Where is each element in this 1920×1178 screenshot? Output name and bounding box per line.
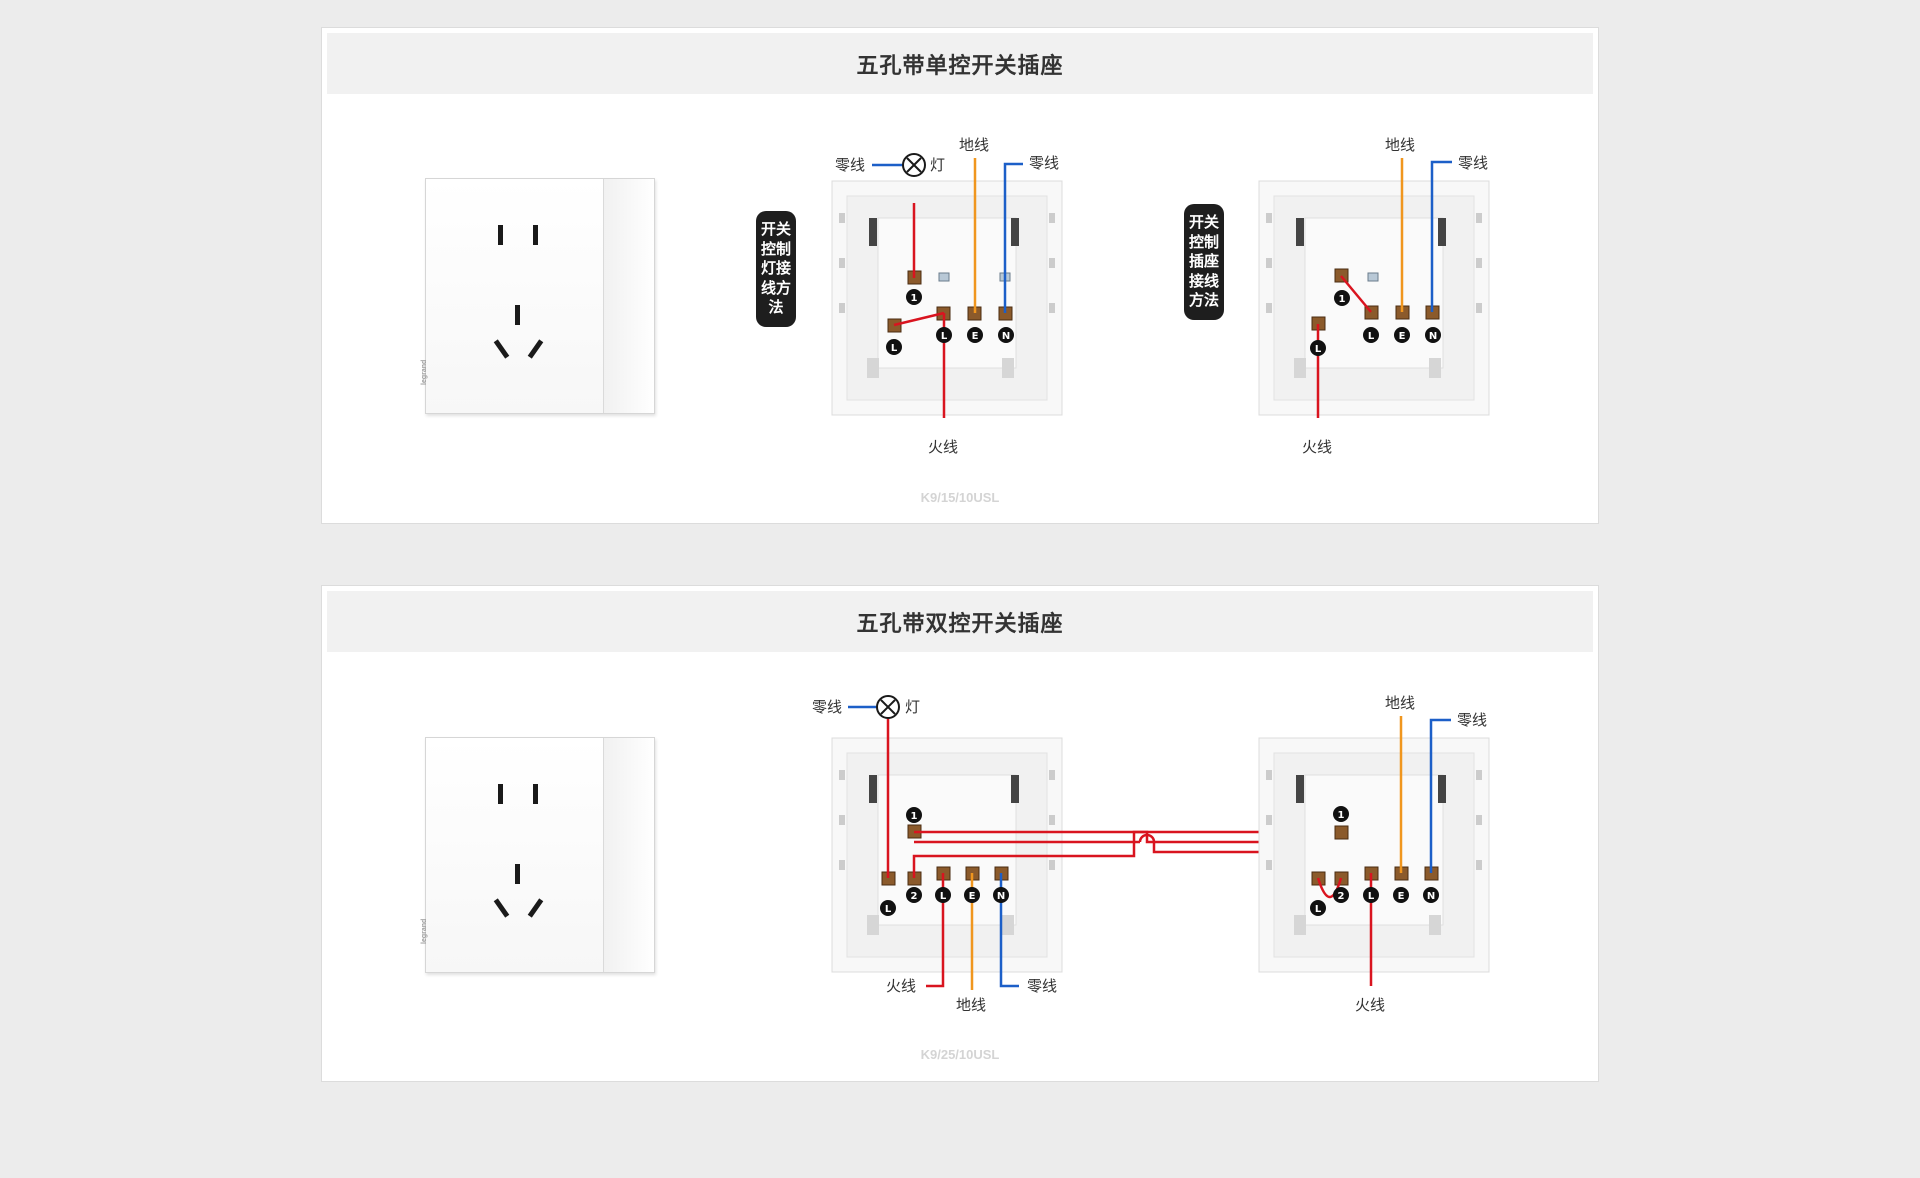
wiring-diagram-svg: 1 L 2 L E N 零线 灯 火线 地线 零线	[812, 694, 1490, 1014]
svg-text:L: L	[885, 904, 892, 915]
svg-text:L: L	[1368, 331, 1375, 342]
neutral-label: 零线	[835, 156, 865, 174]
jumper-wire	[1316, 877, 1343, 899]
svg-text:E: E	[969, 891, 976, 902]
back-plate	[831, 180, 1063, 416]
svg-text:1: 1	[911, 293, 918, 304]
svg-text:N: N	[1002, 331, 1010, 342]
socket-hole	[533, 225, 538, 245]
socket-hole	[515, 305, 520, 325]
socket-product-image: legrand	[421, 737, 655, 973]
svg-text:L: L	[940, 891, 947, 902]
neutral-wire	[1003, 162, 1023, 313]
socket-hole	[498, 784, 503, 804]
lamp-label: 灯	[930, 156, 945, 174]
wire-crossover	[1138, 833, 1156, 843]
earth-label: 地线	[1385, 694, 1415, 712]
neutral-wire	[999, 873, 1019, 988]
svg-text:N: N	[1427, 891, 1435, 902]
terminal-marks: 1 L 2 L E N	[1310, 806, 1439, 916]
svg-text:L: L	[941, 331, 948, 342]
lamp-label: 灯	[905, 698, 920, 716]
double-control-panel: 五孔带双控开关插座 legrand	[321, 585, 1599, 1082]
single-control-panel: 五孔带单控开关插座 legrand 开关控制灯接线方法 开关控制插座接线方法	[321, 27, 1599, 524]
terminal-marks: 1 L L E N	[1310, 290, 1441, 356]
panel-title: 五孔带单控开关插座	[327, 33, 1593, 94]
live-wire	[926, 873, 945, 988]
panel-title: 五孔带双控开关插座	[327, 591, 1593, 652]
live-label: 火线	[1302, 438, 1332, 456]
earth-label: 地线	[956, 996, 986, 1014]
socket-hole	[498, 225, 503, 245]
wiring-method-badge: 开关控制灯接线方法	[756, 211, 796, 327]
svg-text:E: E	[1398, 891, 1405, 902]
live-label: 火线	[928, 438, 958, 456]
back-plate	[1258, 180, 1490, 416]
svg-text:N: N	[997, 891, 1005, 902]
svg-text:L: L	[1368, 891, 1375, 902]
svg-text:L: L	[891, 343, 898, 354]
rocker-switch	[603, 738, 654, 972]
earth-label: 地线	[1385, 136, 1415, 154]
socket-hole	[515, 864, 520, 884]
traveller-wire	[914, 830, 1334, 844]
svg-text:L: L	[1315, 904, 1322, 915]
back-plate	[1258, 737, 1490, 973]
model-number: K9/15/10USL	[920, 490, 1000, 505]
neutral-wire	[1429, 718, 1451, 873]
lamp-icon	[902, 153, 926, 177]
svg-text:2: 2	[911, 891, 918, 902]
wiring-method-badge: 开关控制插座接线方法	[1184, 204, 1224, 320]
svg-text:1: 1	[1338, 810, 1345, 821]
socket-hole	[533, 784, 538, 804]
svg-text:E: E	[972, 331, 979, 342]
svg-text:L: L	[1315, 344, 1322, 355]
earth-label: 地线	[959, 136, 989, 154]
svg-text:N: N	[1429, 331, 1437, 342]
terminal-screw	[1311, 268, 1440, 331]
neutral-label: 零线	[1029, 154, 1059, 172]
live-wire	[1340, 275, 1372, 313]
live-wire	[893, 311, 945, 327]
terminal-marks: 1 L 2 L E N	[880, 807, 1009, 916]
traveller-wire	[912, 830, 1341, 878]
terminal-screw	[1311, 825, 1439, 886]
model-number: K9/25/10USL	[920, 1047, 1000, 1062]
neutral-label: 零线	[1458, 154, 1488, 172]
neutral-wire	[1430, 160, 1452, 312]
live-label: 火线	[1355, 996, 1385, 1014]
neutral-label: 零线	[1027, 977, 1057, 995]
svg-text:1: 1	[911, 811, 918, 822]
wiring-diagram-svg: 1 L L E N 零线 灯 地线 零线 火线	[831, 136, 1490, 456]
rocker-switch	[603, 179, 654, 413]
svg-text:2: 2	[1338, 891, 1345, 902]
lamp-icon	[876, 695, 900, 719]
live-label: 火线	[886, 977, 916, 995]
svg-text:1: 1	[1339, 294, 1346, 305]
svg-text:E: E	[1399, 331, 1406, 342]
terminal-marks: 1 L L E N	[886, 289, 1014, 355]
socket-product-image: legrand	[421, 178, 655, 414]
neutral-label: 零线	[1457, 711, 1487, 729]
neutral-label: 零线	[812, 698, 842, 716]
